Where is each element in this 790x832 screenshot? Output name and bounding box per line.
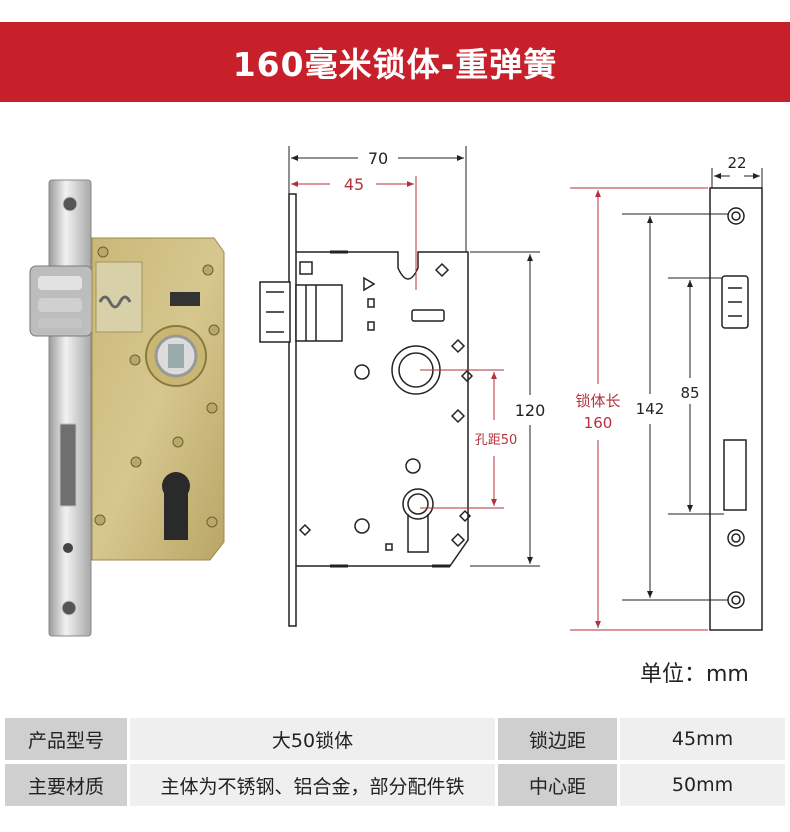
spec-table: 产品型号 大50锁体 锁边距 45mm 主要材质 主体为不锈钢、铝合金，部分配件… xyxy=(5,716,785,808)
spec-value-model: 大50锁体 xyxy=(127,716,495,762)
dim-width-total: 70 xyxy=(368,149,388,168)
spec-label-material: 主要材质 xyxy=(5,762,127,808)
dim-screw-distance: 142 xyxy=(636,400,665,418)
front-faceplate xyxy=(288,193,297,627)
spec-value-material: 主体为不锈钢、铝合金，部分配件铁 xyxy=(127,762,495,808)
page-title: 160毫米锁体-重弹簧 xyxy=(232,45,558,84)
dim-backset: 45 xyxy=(344,175,364,194)
table-row: 主要材质 主体为不锈钢、铝合金，部分配件铁 中心距 50mm xyxy=(5,762,785,808)
spec-label-center-distance: 中心距 xyxy=(495,762,617,808)
dim-body-height: 120 xyxy=(515,401,546,420)
spec-label-backset: 锁边距 xyxy=(495,716,617,762)
dim-hole-distance: 孔距50 xyxy=(475,433,518,448)
dim-latch-distance: 85 xyxy=(680,384,699,402)
side-faceplate xyxy=(709,187,763,631)
spec-value-backset: 45mm xyxy=(617,716,785,762)
front-body xyxy=(296,251,469,567)
dim-body-length-label: 锁体长 xyxy=(575,392,620,410)
front-drawing xyxy=(259,193,474,627)
spec-value-center-distance: 50mm xyxy=(617,762,785,808)
side-dimensions: 22 锁体长 160 142 85 xyxy=(570,154,763,631)
faceplate-photo xyxy=(48,179,92,637)
side-drawing xyxy=(709,187,763,631)
page-title-banner: 160毫米锁体-重弹簧 xyxy=(0,22,790,102)
spec-label-model: 产品型号 xyxy=(5,716,127,762)
dim-faceplate-width: 22 xyxy=(727,154,746,172)
dim-body-length-value: 160 xyxy=(584,414,613,432)
lock-photo xyxy=(29,179,225,637)
lock-diagram: 70 45 120 孔距50 22 xyxy=(29,146,763,637)
unit-label: 单位：mm xyxy=(640,662,749,687)
front-dimensions: 70 45 120 孔距50 xyxy=(288,146,546,567)
table-row: 产品型号 大50锁体 锁边距 45mm xyxy=(5,716,785,762)
